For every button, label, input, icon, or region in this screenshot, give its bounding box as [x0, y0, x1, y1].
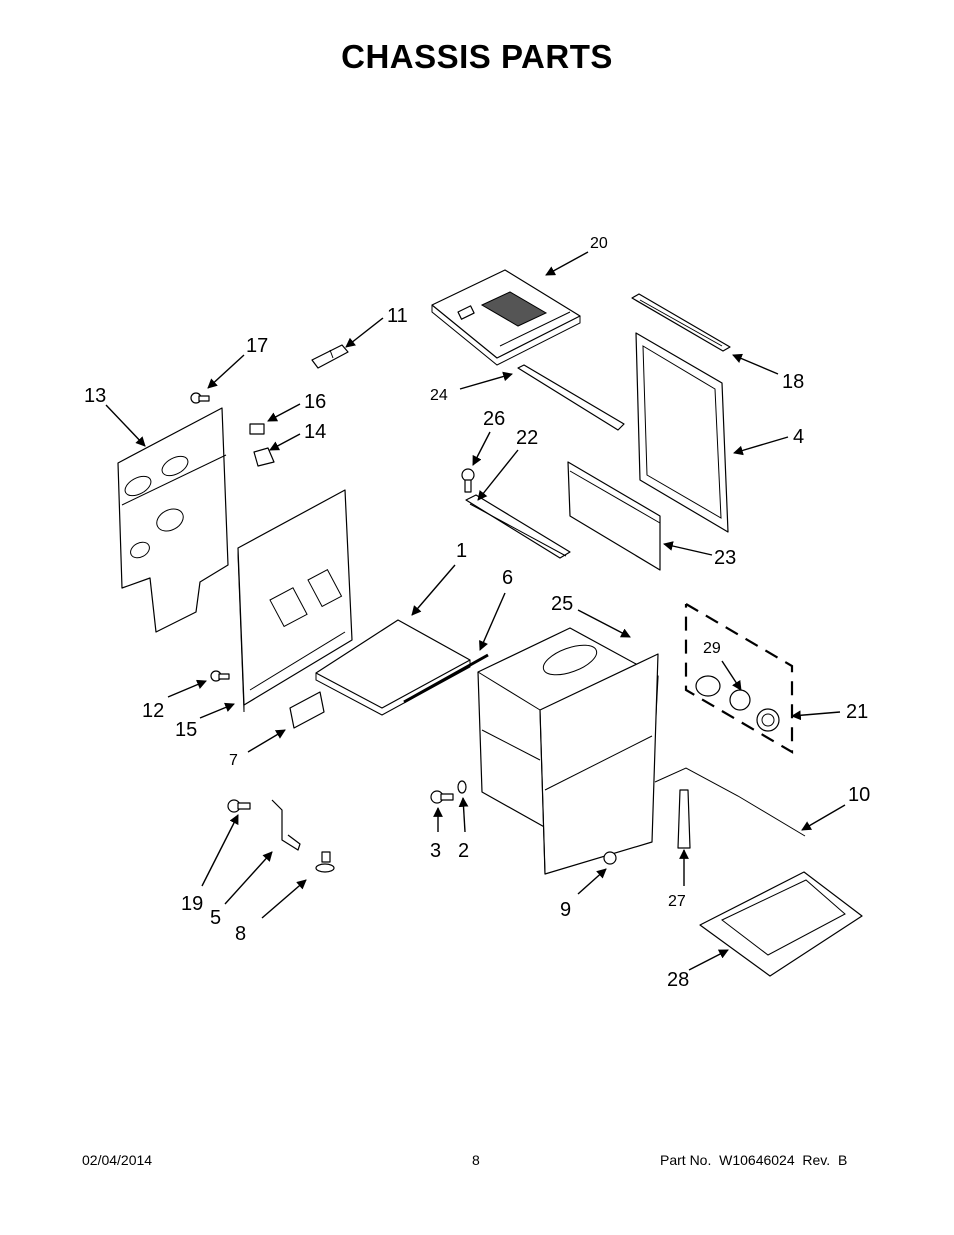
part-11-bracket: [311, 344, 349, 369]
part-29-bulb: [695, 675, 751, 711]
callout-18: 18: [782, 371, 804, 393]
part-13-side-panel: [117, 407, 229, 633]
part-7-bracket: [289, 691, 325, 729]
part-26-screw: [461, 468, 475, 493]
callout-1: 1: [456, 540, 467, 562]
callout-8: 8: [235, 923, 246, 945]
part-16-clip: [249, 423, 265, 435]
footer-page-number: 8: [472, 1152, 480, 1168]
part-8-leveling-leg: [315, 851, 335, 873]
part-14-clip: [253, 447, 275, 467]
part-25-oven-cavity: [477, 627, 659, 875]
page-title: CHASSIS PARTS: [341, 38, 613, 75]
callout-13: 13: [84, 385, 106, 407]
callout-6: 6: [502, 567, 513, 589]
part-24-rail: [517, 364, 625, 431]
part-12-screw: [210, 670, 230, 682]
part-21-lens: [756, 708, 780, 732]
callout-14: 14: [304, 421, 326, 443]
part-21-light-assembly-group: [684, 603, 794, 754]
callout-16: 16: [304, 391, 326, 413]
part-20-top-panel: [431, 269, 581, 366]
callout-3: 3: [430, 840, 441, 862]
callout-11: 11: [387, 305, 408, 327]
callout-4: 4: [793, 426, 804, 448]
callout-25: 25: [551, 593, 573, 615]
part-19-bolt: [227, 799, 251, 813]
callout-20: 20: [590, 235, 608, 252]
callout-9: 9: [560, 899, 571, 921]
callout-12: 12: [142, 700, 164, 722]
callout-17: 17: [246, 335, 268, 357]
footer-date: 02/04/2014: [82, 1152, 153, 1168]
callout-2: 2: [458, 840, 469, 862]
callout-24: 24: [430, 387, 448, 404]
part-5-leveling-bracket: [271, 799, 301, 851]
leader-arrows: [105, 251, 846, 971]
part-2-washer: [457, 780, 467, 794]
callout-7: 7: [229, 752, 238, 769]
part-9-nut: [603, 851, 617, 865]
callout-labels: 20 11 17 13 16 14 18 24 4 26 22 23 1 6 2…: [84, 235, 870, 991]
callout-22: 22: [516, 427, 538, 449]
part-3-screw: [430, 790, 454, 804]
callout-23: 23: [714, 547, 736, 569]
rear-wall-assembly: [237, 489, 353, 713]
part-22-slide-rail: [465, 494, 571, 559]
part-4-door-frame: [635, 332, 729, 533]
callout-5: 5: [210, 907, 221, 929]
part-6-rod: [403, 653, 489, 704]
part-23-panel: [567, 461, 661, 571]
callout-26: 26: [483, 408, 505, 430]
callout-29: 29: [703, 640, 721, 657]
callout-15: 15: [175, 719, 197, 741]
part-10-sensor-wire: [654, 767, 806, 837]
part-28-broiler-pan: [699, 871, 863, 977]
part-17-screw: [190, 392, 210, 404]
callout-28: 28: [667, 969, 689, 991]
callout-21: 21: [846, 701, 868, 723]
part-18-trim-strip: [631, 293, 731, 352]
callout-19: 19: [181, 893, 203, 915]
part-27-probe: [677, 789, 691, 849]
callout-10: 10: [848, 784, 870, 806]
callout-27: 27: [668, 893, 686, 910]
footer-part-number: Part No. W10646024 Rev. B: [660, 1152, 848, 1168]
